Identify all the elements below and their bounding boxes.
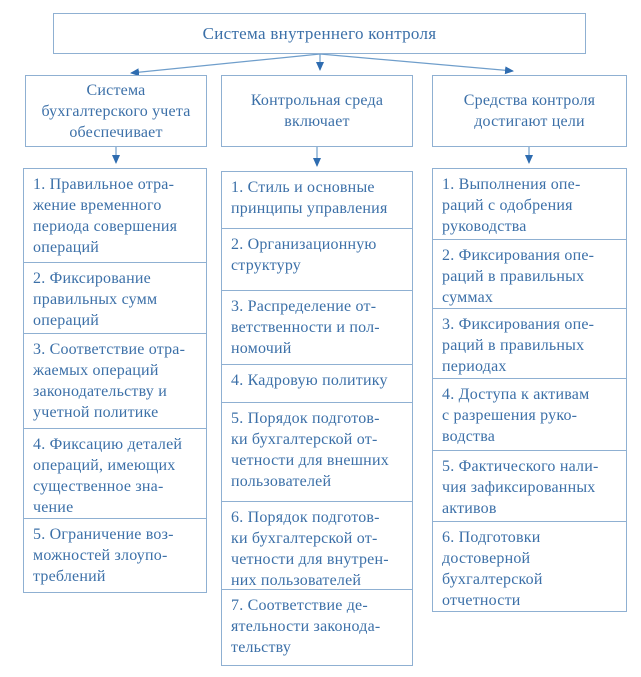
list-item: 4. Доступа к активам с разрешения руко- … (433, 379, 626, 451)
list-control-means: 1. Выполнения опе- раций с одобрения рук… (432, 168, 627, 612)
list-item: 6. Подготовки достоверной бухгалтерской … (442, 529, 543, 609)
header-node-control-means: Средства контроля достигают цели (432, 75, 627, 147)
list-item: 5. Ограничение воз- можностей злоупо- тр… (33, 526, 174, 585)
list-item: 4. Фиксацию деталей операций, имеющих су… (24, 429, 206, 519)
list-item: 3. Распределение от- ветственности и пол… (222, 291, 412, 365)
list-item: 2. Фиксирования опе- раций в правильных … (433, 240, 626, 309)
list-item: 1. Выполнения опе- раций с одобрения рук… (433, 169, 626, 240)
list-item: 5. Фактического нали- чия зафиксированны… (433, 451, 626, 522)
list-item: 7. Соответствие де- ятельности законода-… (231, 597, 381, 656)
list-item: 2. Фиксирование правильных сумм операций (24, 263, 206, 334)
list-control-environment: 1. Стиль и основные принципы управления … (221, 171, 413, 666)
list-item: 1. Стиль и основные принципы управления (222, 172, 412, 229)
list-accounting-system: 1. Правильное отра- жение временного пер… (23, 168, 207, 593)
header-node-accounting-system: Система бухгалтерского учета обеспечивае… (25, 75, 207, 147)
list-item: 5. Порядок подготов- ки бухгалтерской от… (222, 403, 412, 502)
list-item: 3. Фиксирования опе- раций в правильных … (433, 309, 626, 379)
list-item: 4. Кадровую политику (222, 365, 412, 403)
arrow-root-to-right (319, 53, 514, 75)
list-item: 2. Организационную структуру (222, 229, 412, 291)
list-item: 6. Порядок подготов- ки бухгалтерской от… (222, 502, 412, 590)
arrow-root-to-left (130, 53, 321, 77)
list-item: 1. Правильное отра- жение временного пер… (24, 169, 206, 263)
header-node-control-environment: Контрольная среда включает (221, 75, 413, 147)
root-node-label: Система внутреннего контроля (202, 23, 437, 43)
root-node: Система внутреннего контроля (53, 13, 586, 54)
list-item: 3. Соответствие отра- жаемых операций за… (24, 334, 206, 429)
